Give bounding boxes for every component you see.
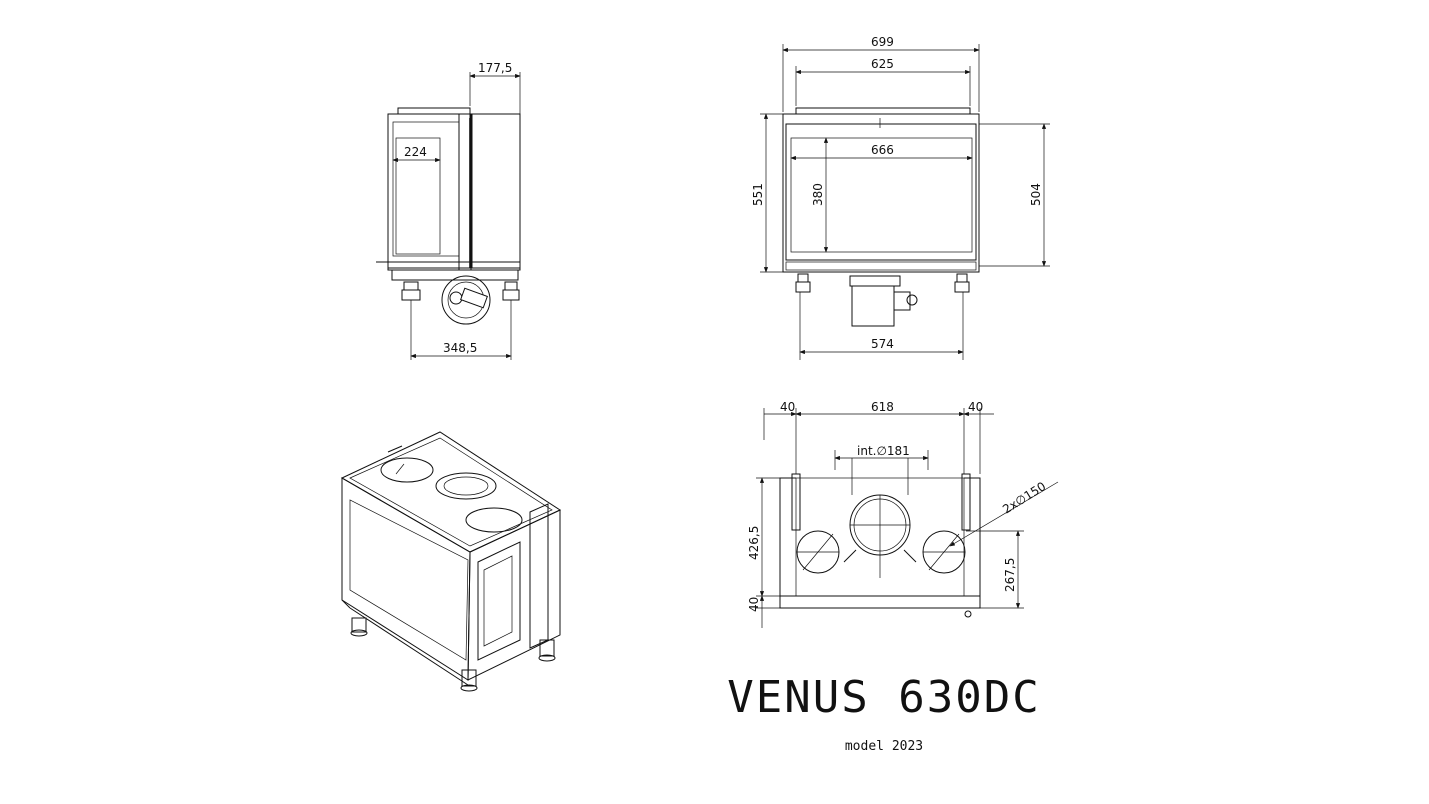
front-dim-overall-width: 699 bbox=[871, 35, 894, 49]
top-dim-depth-flue: 426,5 bbox=[747, 526, 761, 560]
product-title: VENUS 630DC bbox=[727, 672, 1040, 723]
top-dim-outlets: 2x∅150 bbox=[1000, 479, 1048, 516]
front-dim-glass-width: 666 bbox=[871, 143, 894, 157]
top-dim-flue-diameter: int.∅181 bbox=[857, 444, 910, 458]
top-dim-depth-outlets: 267,5 bbox=[1003, 558, 1017, 592]
top-dim-bottom-margin: 40 bbox=[747, 597, 761, 612]
side-view: 177,5 224 348,5 bbox=[376, 61, 521, 360]
side-dim-depth-top: 177,5 bbox=[478, 61, 512, 75]
front-dim-height-overall: 551 bbox=[751, 183, 765, 206]
product-subtitle: model 2023 bbox=[845, 739, 923, 754]
top-view: 40 618 40 int.∅181 2x∅150 426,5 40 267,5 bbox=[747, 400, 1059, 628]
front-view: 699 625 666 551 380 504 574 bbox=[751, 35, 1050, 360]
front-dim-height-body: 504 bbox=[1029, 183, 1043, 206]
side-dim-feet-spacing: 348,5 bbox=[443, 341, 477, 355]
top-dim-right-margin: 40 bbox=[968, 400, 983, 414]
top-dim-left-margin: 40 bbox=[780, 400, 795, 414]
front-dim-feet-spacing: 574 bbox=[871, 337, 894, 351]
front-dim-inner-width: 625 bbox=[871, 57, 894, 71]
isometric-view bbox=[340, 431, 562, 692]
top-dim-center-width: 618 bbox=[871, 400, 894, 414]
front-dim-glass-height: 380 bbox=[811, 183, 825, 206]
side-dim-glass-width: 224 bbox=[404, 145, 427, 159]
